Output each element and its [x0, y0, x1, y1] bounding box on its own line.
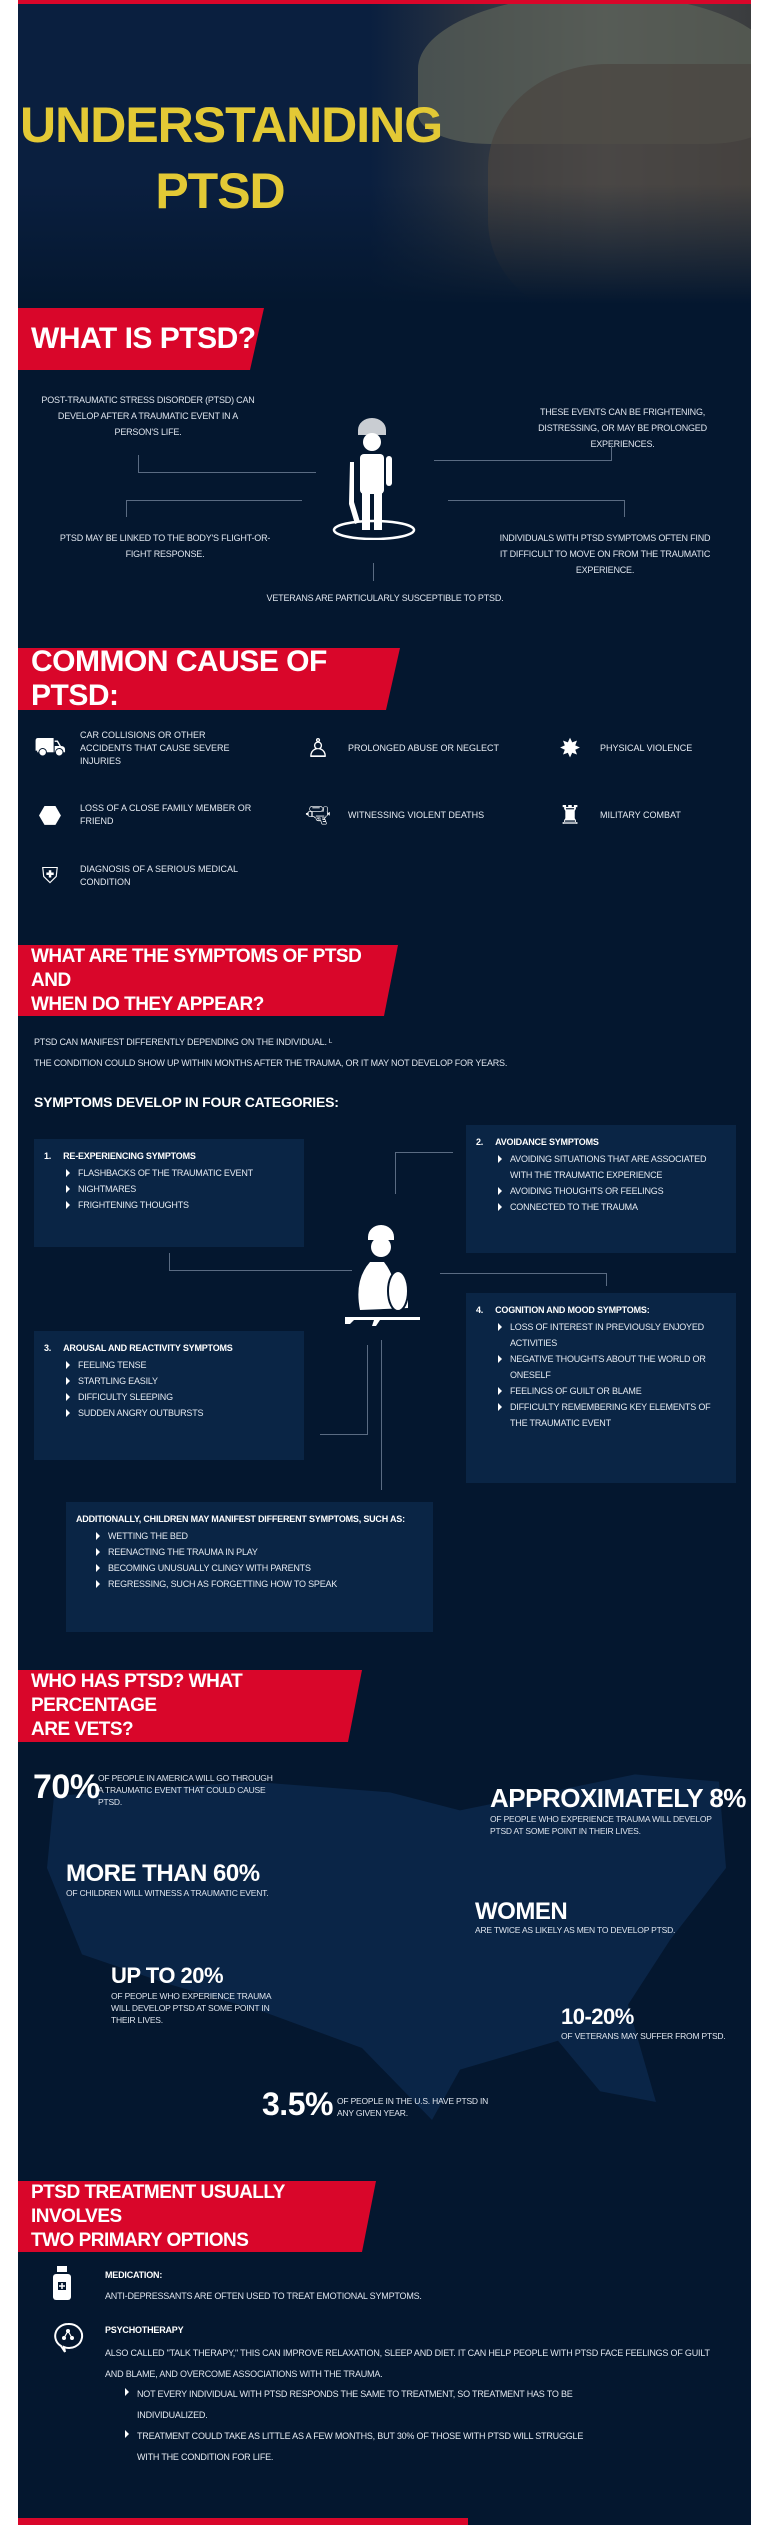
psychotherapy-text: ALSO CALLED "TALK THERAPY," THIS CAN IMP… [105, 2348, 710, 2379]
section-heading-what-is-ptsd: WHAT IS PTSD? [18, 308, 264, 370]
brain-speech-bubble-icon [54, 2322, 84, 2353]
psychotherapy-notes: NOT EVERY INDIVIDUAL WITH PTSD RESPONDS … [115, 2384, 595, 2468]
sitting-soldier-icon [345, 1225, 420, 1326]
symptom-category-1: 1.RE-EXPERIENCING SYMPTOMS FLASHBACKS OF… [34, 1139, 304, 1247]
page-title-line1: UNDERSTANDING [20, 97, 443, 153]
cause-medical-diagnosis: ⛨DIAGNOSIS OF A SERIOUS MEDICAL CONDITIO… [32, 856, 255, 896]
cause-physical-violence: ✸PHYSICAL VIOLENCE [552, 728, 768, 768]
medication-text: ANTI-DEPRESSANTS ARE OFTEN USED TO TREAT… [105, 2291, 422, 2301]
revolver-icon: 🔫︎ [305, 804, 331, 827]
medical-shield-icon: ⛨ [41, 863, 59, 888]
cause-car-collisions: ⛟CAR COLLISIONS OR OTHER ACCIDENTS THAT … [32, 728, 255, 768]
symptom-category-4: 4.COGNITION AND MOOD SYMPTOMS: LOSS OF I… [466, 1293, 736, 1483]
cause-loss-family: ⬣LOSS OF A CLOSE FAMILY MEMBER OR FRIEND [32, 795, 255, 835]
what-is-top-left-text: POST-TRAUMATIC STRESS DISORDER (PTSD) CA… [41, 395, 255, 437]
symptom-category-2: 2.AVOIDANCE SYMPTOMS AVOIDING SITUATIONS… [466, 1125, 736, 1253]
what-is-bottom-right-text: INDIVIDUALS WITH PTSD SYMPTOMS OFTEN FIN… [499, 533, 711, 575]
coffin-icon: ⬣ [38, 799, 62, 830]
what-is-bottom-left-text: PTSD MAY BE LINKED TO THE BODY'S FLIGHT-… [59, 533, 271, 559]
soldier-icon: ♜ [558, 799, 582, 830]
symptom-category-3: 3.AROUSAL AND REACTIVITY SYMPTOMS FEELIN… [34, 1331, 304, 1460]
page-title-line2: PTSD [155, 163, 285, 219]
hero-soldier-photo [18, 4, 751, 304]
children-symptoms-box: ADDITIONALLY, CHILDREN MAY MANIFEST DIFF… [66, 1502, 433, 1632]
medicine-bottle-icon [53, 2266, 71, 2300]
what-is-bottom-center-text: VETERANS ARE PARTICULARLY SUSCEPTIBLE TO… [266, 593, 504, 603]
explosion-icon: ✸ [559, 732, 581, 763]
what-is-top-right-text: THESE EVENTS CAN BE FRIGHTENING, DISTRES… [538, 407, 707, 449]
cause-witnessing-deaths: 🔫︎WITNESSING VIOLENT DEATHS [300, 795, 523, 835]
symptoms-subheading: SYMPTOMS DEVELOP IN FOUR CATEGORIES: [34, 1094, 339, 1110]
bottom-red-stripe [18, 2518, 468, 2525]
infographic-background [18, 0, 751, 2525]
psychotherapy-title: PSYCHOTHERAPY [105, 2325, 184, 2335]
symptoms-intro-1: PTSD CAN MANIFEST DIFFERENTLY DEPENDING … [34, 1037, 333, 1047]
top-red-stripe [18, 0, 751, 4]
cause-abuse-neglect: ♙PROLONGED ABUSE OR NEGLECT [300, 728, 523, 768]
cause-military-combat: ♜MILITARY COMBAT [552, 795, 768, 835]
medication-title: MEDICATION: [105, 2270, 163, 2280]
section-heading-common-causes: COMMON CAUSE OF PTSD: [18, 648, 400, 710]
symptoms-intro-2: THE CONDITION COULD SHOW UP WITHIN MONTH… [34, 1058, 508, 1068]
soldier-with-rifle-icon [332, 418, 416, 540]
car-icon: ⛟ [33, 730, 67, 761]
sitting-person-icon: ♙ [306, 732, 330, 763]
